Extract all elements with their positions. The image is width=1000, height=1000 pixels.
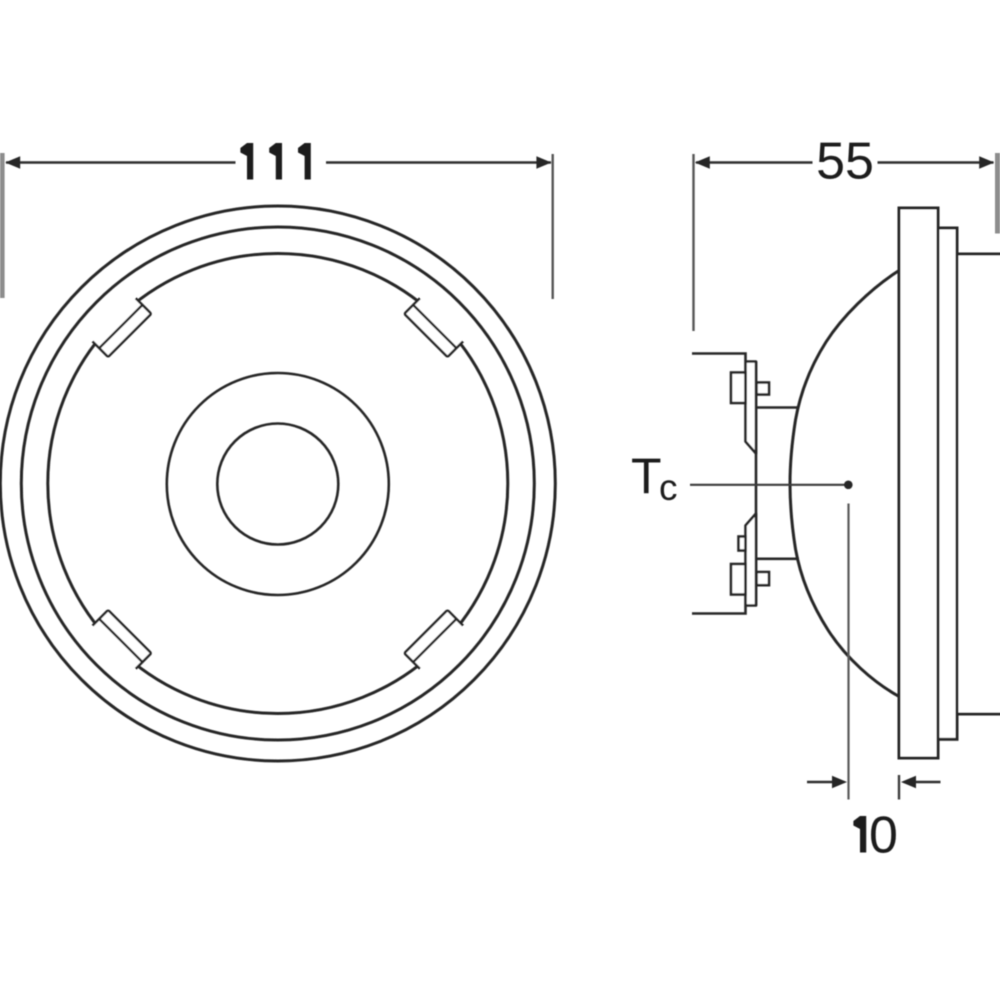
svg-text:T: T: [631, 448, 662, 504]
svg-text:0: 0: [869, 807, 898, 865]
svg-text:c: c: [659, 467, 678, 508]
svg-text:55: 55: [816, 133, 874, 191]
